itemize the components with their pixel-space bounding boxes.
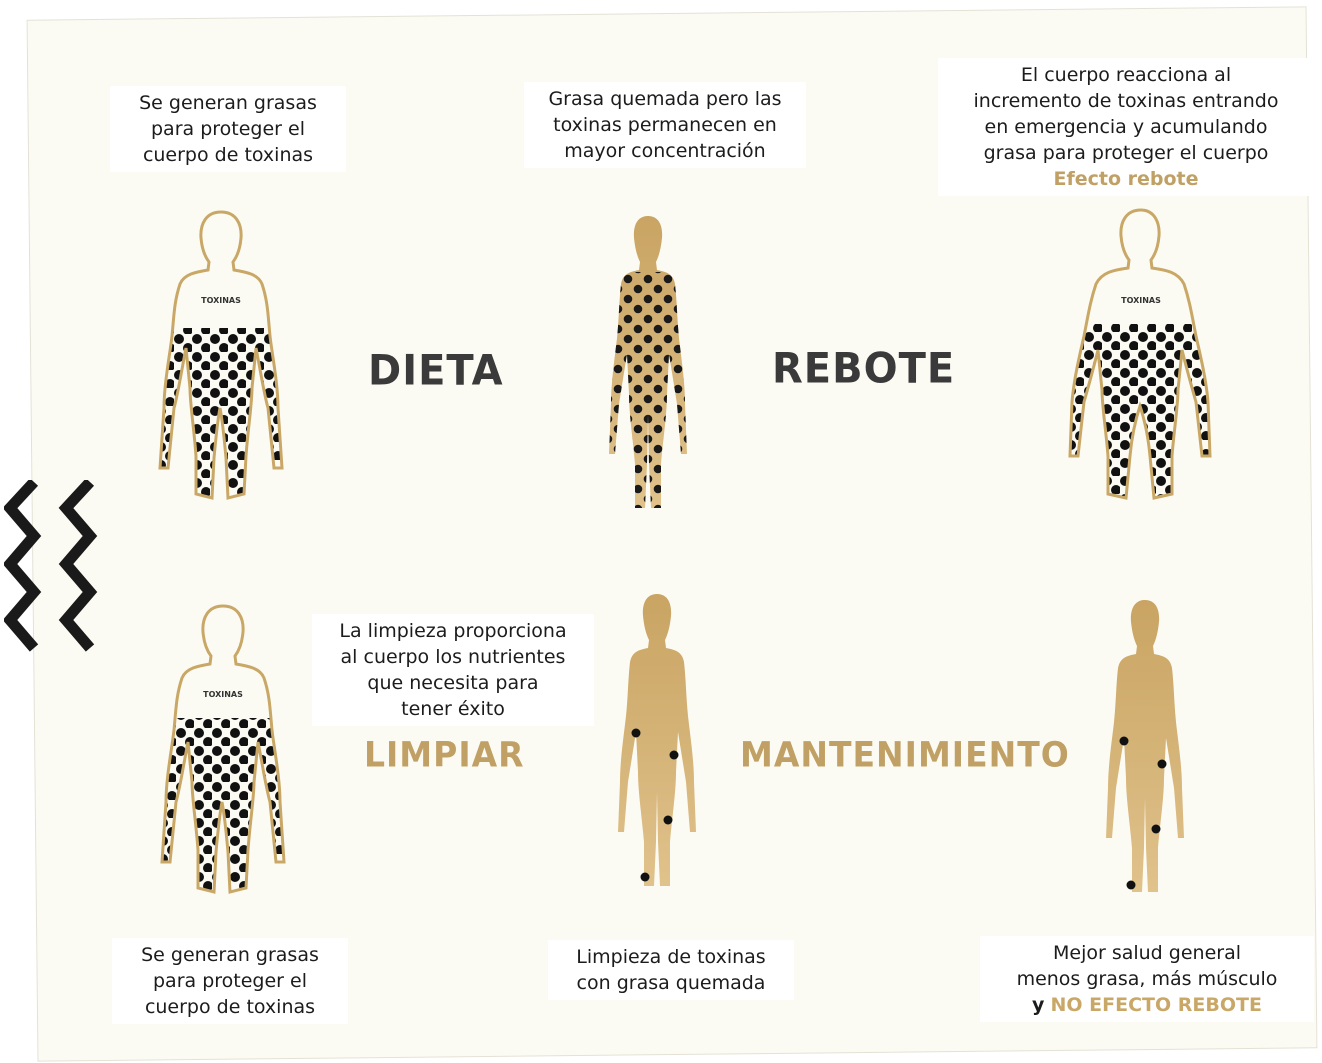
caption-top-center: Grasa quemada pero las toxinas permanece… [524, 82, 806, 168]
stage-rebote: REBOTE [772, 345, 955, 393]
silhouette-body-icon [612, 592, 702, 892]
toxinas-label: TOXINAS [1121, 296, 1161, 305]
caption-bottom-center: Limpieza de toxinas con grasa quemada [548, 940, 794, 1000]
toxinas-label: TOXINAS [201, 296, 241, 305]
toxinas-label: TOXINAS [203, 690, 243, 699]
caption-top-left: Se generan grasas para proteger el cuerp… [110, 86, 346, 172]
stage-mantenimiento: MANTENIMIENTO [740, 734, 1070, 775]
caption-bottom-right: Mejor salud general menos grasa, más mús… [980, 936, 1314, 1022]
caption-bottom-left: Se generan grasas para proteger el cuerp… [112, 938, 348, 1024]
efecto-rebote-label: Efecto rebote [944, 166, 1308, 192]
outline-body-icon: TOXINAS [156, 208, 286, 508]
stage-limpiar: LIMPIAR [364, 734, 525, 775]
outline-body-icon: TOXINAS [158, 602, 288, 902]
outline-body-icon: TOXINAS [1066, 206, 1216, 506]
caption-top-right: El cuerpo reacciona al incremento de tox… [938, 58, 1314, 196]
silhouette-body-icon [603, 214, 693, 514]
caption-mid-center: La limpieza proporciona al cuerpo los nu… [312, 614, 594, 726]
silhouette-body-icon [1100, 598, 1190, 898]
no-efecto-rebote-label: NO EFECTO REBOTE [1050, 994, 1261, 1016]
stage-dieta: DIETA [368, 347, 504, 395]
zigzag-icon [4, 480, 100, 655]
